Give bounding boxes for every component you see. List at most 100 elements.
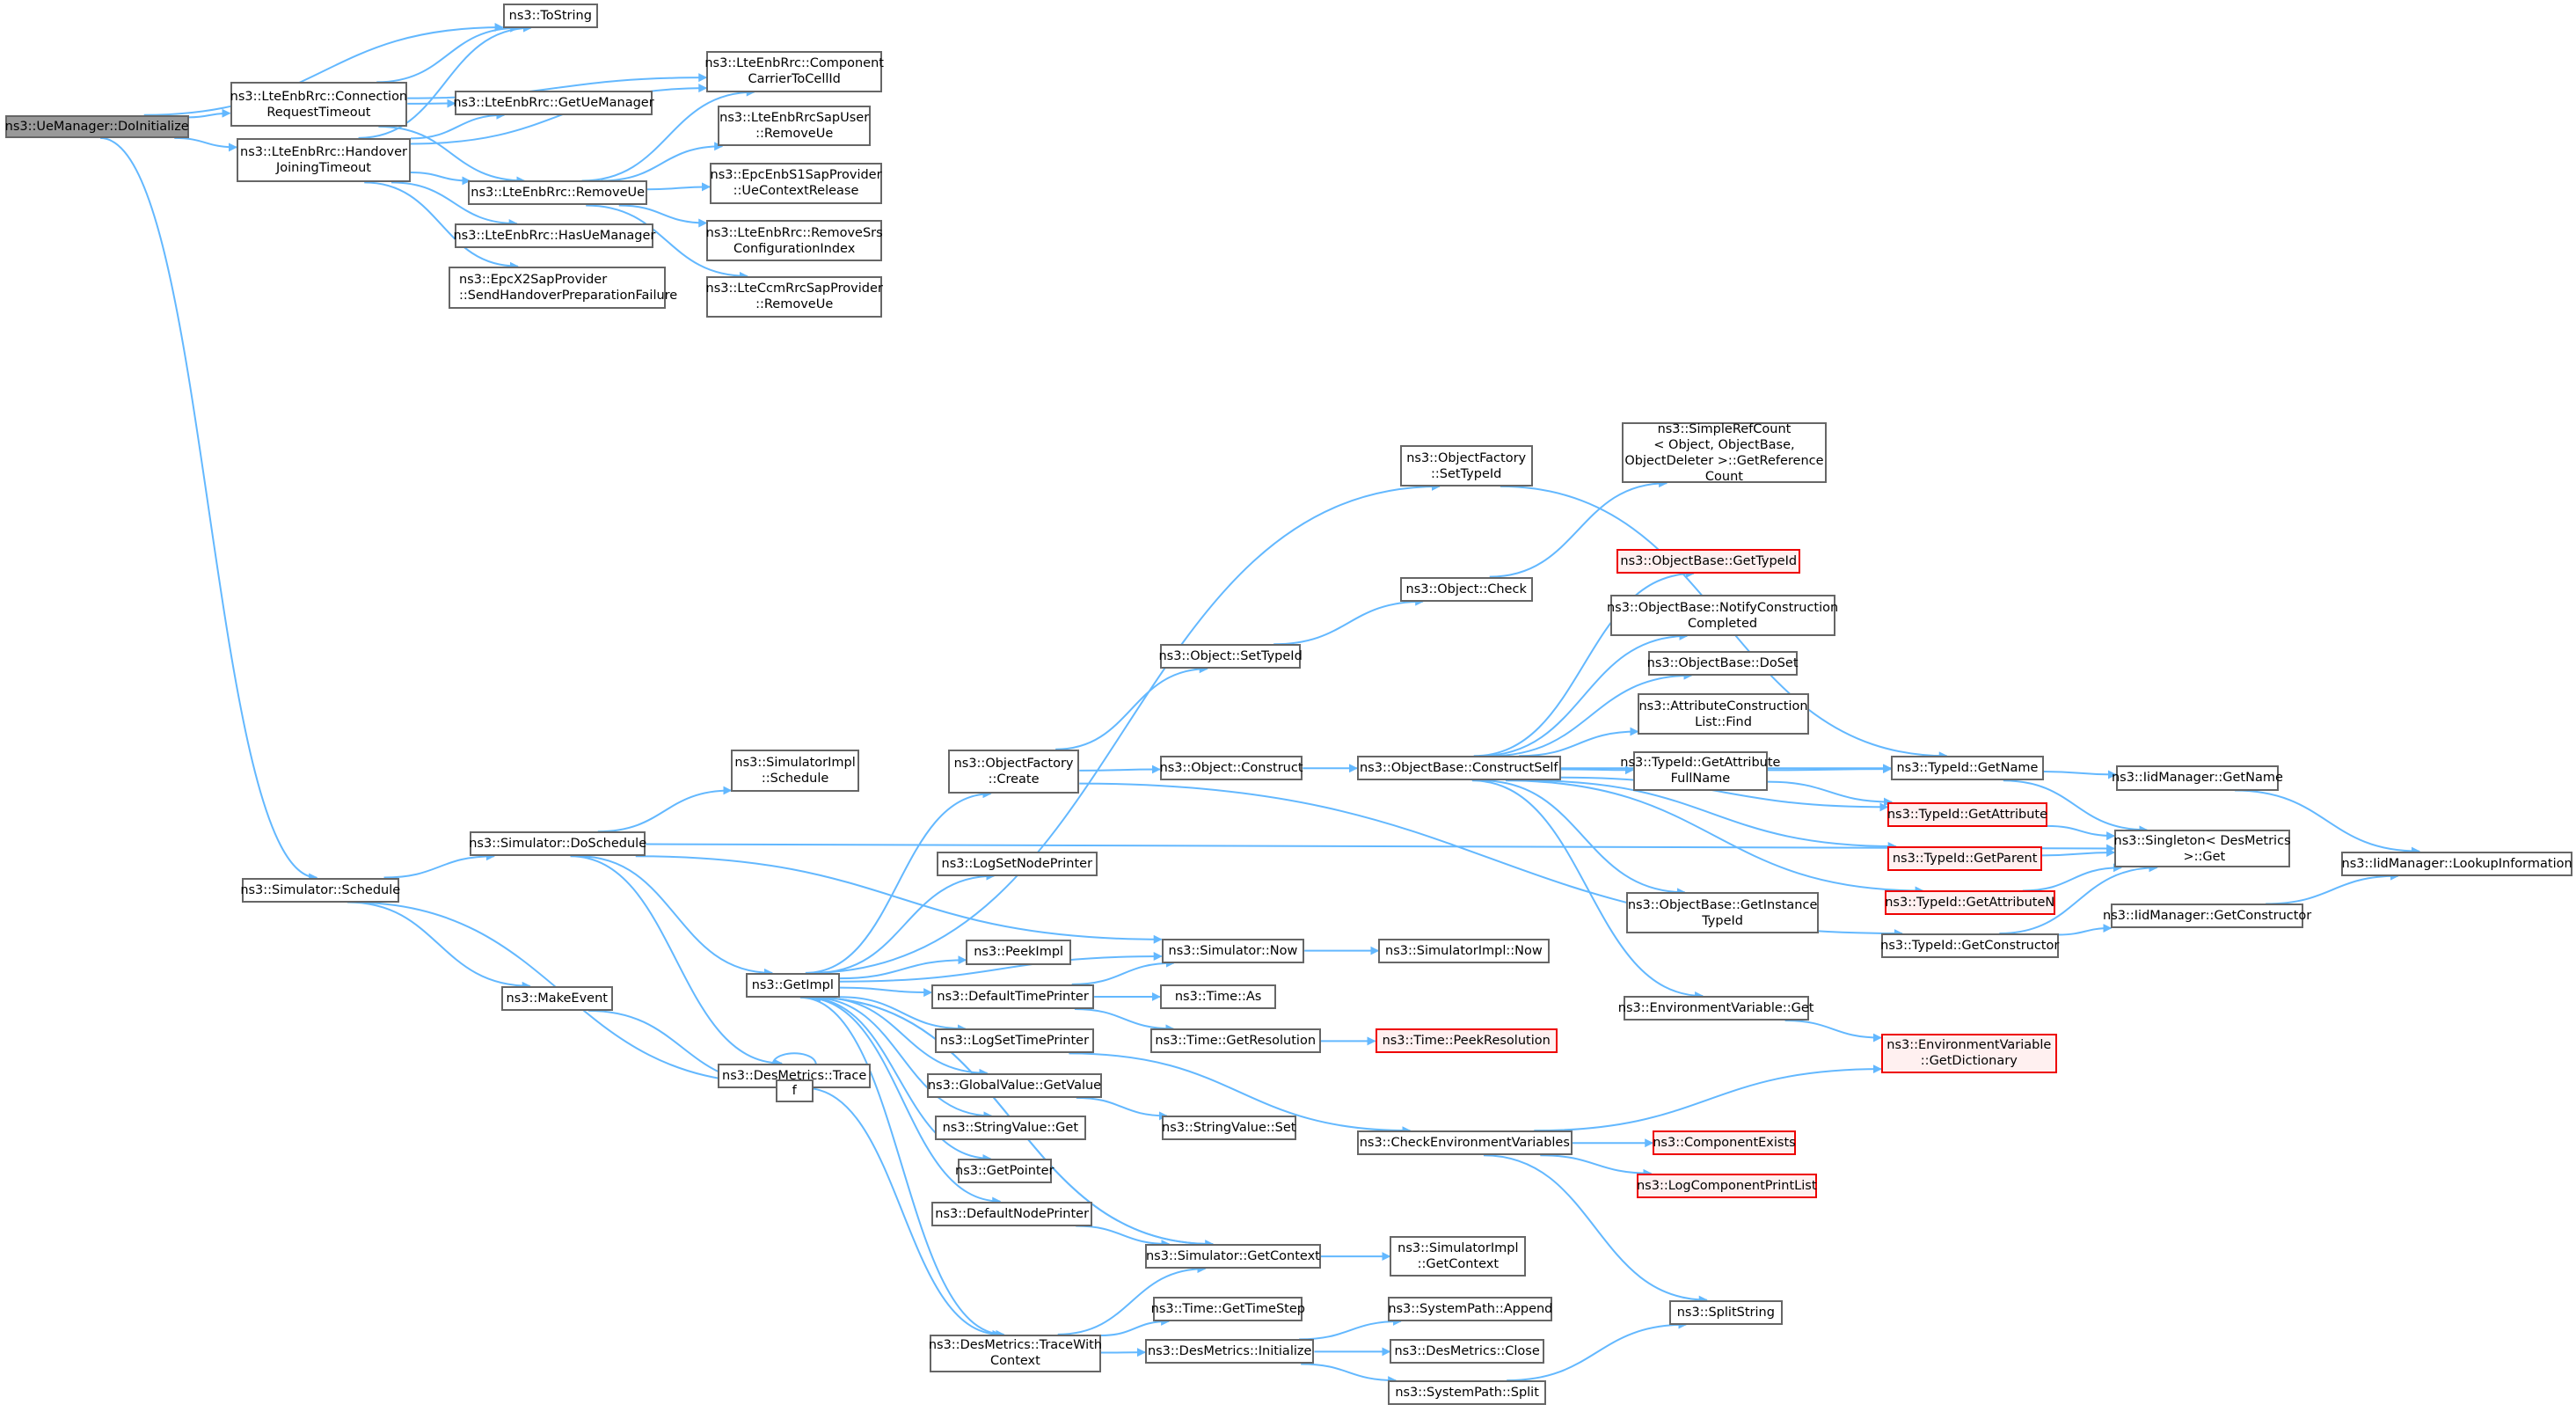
- edge-getimpl-to-logtime: [839, 996, 967, 1034]
- graph-node-getres[interactable]: ns3::Time::GetResolution: [1149, 1028, 1321, 1054]
- edge-root-to-hojoin: [174, 136, 237, 152]
- graph-node-tidattrn[interactable]: ns3::TypeId::GetAttributeN: [1884, 890, 2055, 916]
- edge-getimpl-to-getptr: [806, 996, 992, 1163]
- edge-removeue-to-cc2cell: [581, 87, 755, 182]
- graph-node-singleton[interactable]: ns3::Singleton< DesMetrics >::Get: [2114, 830, 2291, 868]
- edge-defnode-to-getctx: [1076, 1225, 1171, 1249]
- graph-node-iidctor[interactable]: ns3::IidManager::GetConstructor: [2103, 904, 2311, 929]
- graph-node-timestep[interactable]: ns3::Time::GetTimeStep: [1151, 1296, 1305, 1321]
- graph-node-logtime[interactable]: ns3::LogSetTimePrinter: [934, 1028, 1095, 1054]
- graph-node-f[interactable]: f: [775, 1079, 814, 1103]
- graph-node-tidname[interactable]: ns3::TypeId::GetName: [1891, 756, 2044, 781]
- graph-node-hasuemgr[interactable]: ns3::LteEnbRrc::HasUeManager: [453, 223, 655, 249]
- edge-dosched-to-getimpl: [578, 855, 774, 977]
- edge-simsched-to-dosched: [383, 852, 495, 879]
- graph-node-doset[interactable]: ns3::ObjectBase::DoSet: [1647, 650, 1799, 676]
- edge-removeue-to-s1ctx: [646, 182, 711, 192]
- edge-hojoin-to-cc2cell: [410, 84, 708, 145]
- graph-node-spsplit[interactable]: ns3::SystemPath::Split: [1388, 1380, 1546, 1406]
- graph-node-tidparent[interactable]: ns3::TypeId::GetParent: [1887, 846, 2042, 872]
- graph-node-svget[interactable]: ns3::StringValue::Get: [934, 1116, 1086, 1141]
- graph-node-attrfull[interactable]: ns3::TypeId::GetAttribute FullName: [1620, 750, 1780, 791]
- graph-node-iidname[interactable]: ns3::IidManager::GetName: [2112, 765, 2283, 791]
- graph-node-objcheck[interactable]: ns3::Object::Check: [1399, 576, 1533, 602]
- graph-node-connreq[interactable]: ns3::LteEnbRrc::Connection RequestTimeou…: [230, 82, 408, 127]
- graph-node-getimpl[interactable]: ns3::GetImpl: [746, 972, 840, 998]
- graph-node-ofsettid[interactable]: ns3::ObjectFactory ::SetTypeId: [1399, 445, 1533, 487]
- graph-node-aclfind[interactable]: ns3::AttributeConstruction List::Find: [1638, 693, 1809, 735]
- edge-connreq-to-tostring: [376, 23, 520, 84]
- graph-node-sapuser_rm[interactable]: ns3::LteEnbRrcSapUser ::RemoveUe: [718, 105, 872, 147]
- graph-node-iidlookup[interactable]: ns3::IidManager::LookupInformation: [2340, 851, 2573, 876]
- edge-iidctor-to-iidlookup: [2266, 871, 2400, 905]
- graph-node-cself[interactable]: ns3::ObjectBase::ConstructSelf: [1356, 756, 1561, 781]
- edge-deftime-to-getres: [1074, 1007, 1175, 1034]
- edge-hojoin-to-removeue: [410, 172, 471, 186]
- edge-removeue-to-sapuser_rm: [601, 142, 724, 182]
- graph-node-tidctor[interactable]: ns3::TypeId::GetConstructor: [1880, 933, 2059, 959]
- graph-node-logprint[interactable]: ns3::LogComponentPrintList: [1636, 1173, 1817, 1198]
- edge-tidctor-to-iidctor: [2058, 924, 2113, 936]
- edge-cself-to-aclfind: [1519, 727, 1639, 757]
- graph-node-dosched[interactable]: ns3::Simulator::DoSchedule: [469, 831, 646, 857]
- graph-node-s1ctx[interactable]: ns3::EpcEnbS1SapProvider ::UeContextRele…: [709, 162, 883, 204]
- graph-node-obgettid[interactable]: ns3::ObjectBase::GetTypeId: [1616, 548, 1801, 574]
- graph-node-objconstruct[interactable]: ns3::Object::Construct: [1160, 756, 1303, 781]
- graph-node-simsched[interactable]: ns3::Simulator::Schedule: [240, 877, 400, 903]
- graph-node-x2fail[interactable]: ns3::EpcX2SapProvider ::SendHandoverPrep…: [448, 266, 677, 310]
- graph-node-hojoin[interactable]: ns3::LteEnbRrc::Handover JoiningTimeout: [236, 137, 411, 183]
- edge-tidctor-to-singleton: [1999, 863, 2158, 935]
- graph-node-defnode[interactable]: ns3::DefaultNodePrinter: [931, 1201, 1093, 1226]
- edge-getimpl-to-ofcreate: [805, 789, 992, 974]
- graph-node-getptr[interactable]: ns3::GetPointer: [955, 1158, 1054, 1183]
- graph-node-rmsrs[interactable]: ns3::LteEnbRrc::RemoveSrs ConfigurationI…: [706, 220, 883, 261]
- graph-node-notify[interactable]: ns3::ObjectBase::NotifyConstruction Comp…: [1607, 595, 1838, 636]
- graph-node-spappend[interactable]: ns3::SystemPath::Append: [1388, 1296, 1552, 1321]
- graph-node-makeevent[interactable]: ns3::MakeEvent: [500, 985, 613, 1011]
- edge-hojoin-to-tostring: [358, 23, 532, 139]
- graph-node-tidattr[interactable]: ns3::TypeId::GetAttribute: [1887, 801, 2047, 827]
- graph-node-lognode[interactable]: ns3::LogSetNodePrinter: [936, 851, 1098, 876]
- edge-removeue-to-rmsrs: [618, 204, 708, 228]
- graph-node-peekres[interactable]: ns3::Time::PeekResolution: [1375, 1028, 1558, 1054]
- edge-cself-to-doset: [1489, 670, 1693, 757]
- graph-node-implnow[interactable]: ns3::SimulatorImpl::Now: [1378, 938, 1550, 963]
- graph-node-envdict[interactable]: ns3::EnvironmentVariable ::GetDictionary: [1880, 1033, 2057, 1073]
- edge-getimpl-to-simnow: [839, 952, 1163, 983]
- edge-deftime-to-simnow: [1071, 958, 1175, 985]
- graph-node-getuemgr[interactable]: ns3::LteEnbRrc::GetUeManager: [453, 90, 654, 115]
- graph-node-svset[interactable]: ns3::StringValue::Set: [1161, 1116, 1296, 1141]
- graph-node-root[interactable]: ns3::UeManager::DoInitialize: [4, 114, 189, 138]
- edge-root-to-tostring: [143, 22, 504, 116]
- graph-node-implsched[interactable]: ns3::SimulatorImpl ::Schedule: [731, 749, 859, 793]
- graph-node-dminit[interactable]: ns3::DesMetrics::Initialize: [1144, 1339, 1315, 1364]
- graph-node-deftime[interactable]: ns3::DefaultTimePrinter: [931, 984, 1095, 1009]
- graph-node-envget[interactable]: ns3::EnvironmentVariable::Get: [1618, 996, 1813, 1021]
- graph-node-dmclose[interactable]: ns3::DesMetrics::Close: [1390, 1339, 1544, 1364]
- graph-node-instid[interactable]: ns3::ObjectBase::GetInstance TypeId: [1626, 892, 1819, 933]
- edge-ofcreate-to-objsettid: [1055, 664, 1208, 750]
- edge-getimpl-to-peekimpl: [839, 955, 967, 980]
- graph-node-simnow[interactable]: ns3::Simulator::Now: [1161, 938, 1305, 963]
- edge-ofcreate-to-objconstruct: [1079, 765, 1161, 774]
- edge-simsched-to-makeevent: [347, 901, 531, 991]
- graph-node-gvget[interactable]: ns3::GlobalValue::GetValue: [926, 1072, 1103, 1098]
- graph-node-refcount[interactable]: ns3::SimpleRefCount < Object, ObjectBase…: [1621, 422, 1828, 484]
- graph-node-compexists[interactable]: ns3::ComponentExists: [1653, 1130, 1796, 1156]
- graph-node-cc2cell[interactable]: ns3::LteEnbRrc::Component CarrierToCellI…: [704, 50, 884, 92]
- graph-node-timeas[interactable]: ns3::Time::As: [1159, 984, 1277, 1009]
- graph-node-objsettid[interactable]: ns3::Object::SetTypeId: [1158, 644, 1303, 669]
- graph-node-tracectx[interactable]: ns3::DesMetrics::TraceWith Context: [929, 1334, 1102, 1372]
- edge-checkenv-to-envdict: [1534, 1064, 1882, 1132]
- edge-cself-to-obgettid: [1473, 568, 1695, 757]
- graph-node-checkenv[interactable]: ns3::CheckEnvironmentVariables: [1356, 1130, 1573, 1156]
- edge-cself-to-attrfull: [1560, 765, 1634, 775]
- graph-node-getctx[interactable]: ns3::Simulator::GetContext: [1144, 1244, 1321, 1269]
- graph-node-ofcreate[interactable]: ns3::ObjectFactory ::Create: [947, 749, 1080, 794]
- graph-node-peekimpl[interactable]: ns3::PeekImpl: [966, 940, 1071, 965]
- graph-node-implctx[interactable]: ns3::SimulatorImpl ::GetContext: [1390, 1235, 1527, 1277]
- graph-node-tostring[interactable]: ns3::ToString: [502, 3, 598, 28]
- graph-node-removeue[interactable]: ns3::LteEnbRrc::RemoveUe: [468, 180, 647, 206]
- graph-node-ccm_rm[interactable]: ns3::LteCcmRrcSapProvider ::RemoveUe: [706, 275, 883, 318]
- graph-node-splitstr[interactable]: ns3::SplitString: [1668, 1299, 1783, 1325]
